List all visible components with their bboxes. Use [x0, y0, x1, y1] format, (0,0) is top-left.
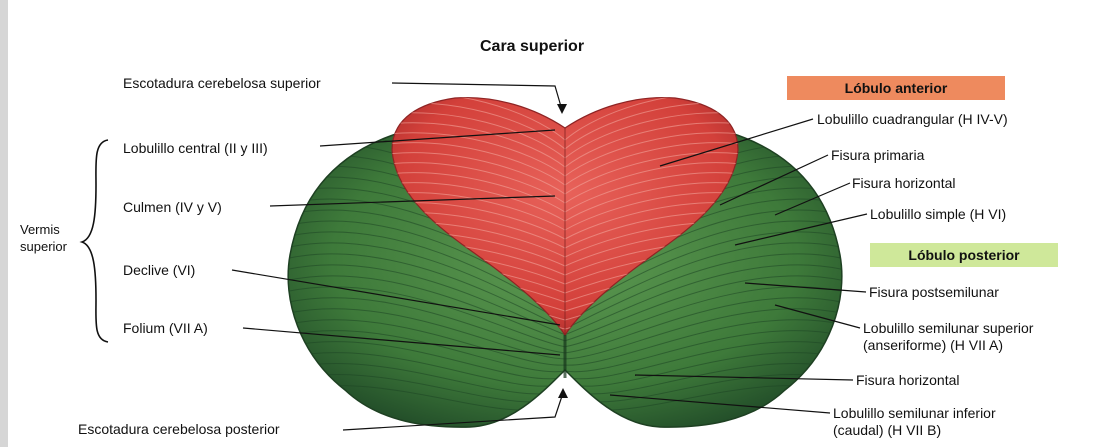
label-fisura-horizontal-2: Fisura horizontal [856, 372, 960, 389]
scan-edge [0, 0, 8, 447]
arrowhead-posterior [558, 388, 568, 398]
anterior-lobe-band: Lóbulo anterior [787, 76, 1005, 100]
figure-title: Cara superior [480, 38, 584, 55]
label-folium: Folium (VII A) [123, 320, 208, 337]
label-escotadura-posterior: Escotadura cerebelosa posterior [78, 421, 280, 438]
posterior-lobe-band: Lóbulo posterior [870, 243, 1058, 267]
label-fisura-primaria: Fisura primaria [831, 147, 924, 164]
label-lobulillo-semilunar-superior: Lobulillo semilunar superior [863, 320, 1033, 337]
label-lobulillo-semilunar-inferior: Lobulillo semilunar inferior [833, 405, 996, 422]
label-lobulillo-semilunar-superior-2: (anseriforme) (H VII A) [863, 337, 1003, 354]
label-lobulillo-simple: Lobulillo simple (H VI) [870, 206, 1006, 223]
label-lobulillo-cuadrangular: Lobulillo cuadrangular (H IV-V) [817, 111, 1008, 128]
vermis-group-label-line1: Vermis [20, 222, 60, 238]
label-escotadura-superior: Escotadura cerebelosa superior [123, 75, 321, 92]
label-lobulillo-central: Lobulillo central (II y III) [123, 140, 268, 157]
vermis-group-label-line2: superior [20, 239, 67, 255]
label-lobulillo-semilunar-inferior-2: (caudal) (H VII B) [833, 422, 941, 439]
label-fisura-postsemilunar: Fisura postsemilunar [869, 284, 999, 301]
label-declive: Declive (VI) [123, 262, 195, 279]
label-fisura-horizontal-1: Fisura horizontal [852, 175, 956, 192]
arrowhead-superior [557, 104, 567, 114]
label-culmen: Culmen (IV y V) [123, 199, 222, 216]
vermis-brace [82, 140, 108, 342]
